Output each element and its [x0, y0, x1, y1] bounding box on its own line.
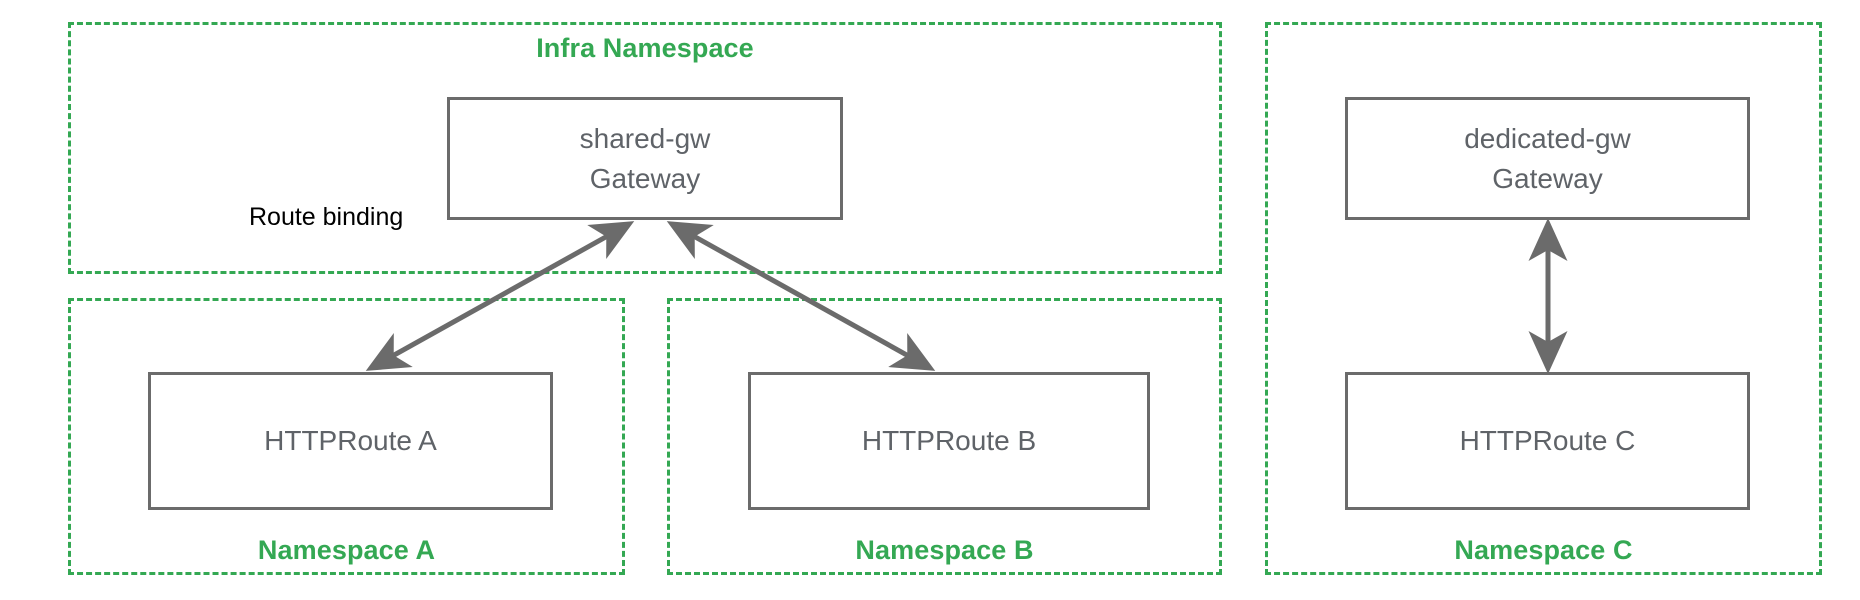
- node-httproute-b[interactable]: HTTPRoute B: [748, 372, 1150, 510]
- node-shared-gw-gateway[interactable]: shared-gw Gateway: [447, 97, 843, 220]
- namespace-container-c: Namespace C: [1265, 22, 1822, 575]
- namespace-label-infra: Infra Namespace: [536, 33, 754, 63]
- namespace-label-a: Namespace A: [257, 535, 436, 565]
- namespace-container-b: Namespace B: [667, 298, 1222, 575]
- node-httproute-a[interactable]: HTTPRoute A: [148, 372, 553, 510]
- namespace-label-b: Namespace B: [855, 535, 1034, 565]
- edge-label-route-binding: Route binding: [249, 203, 404, 231]
- node-dedicated-gw-gateway[interactable]: dedicated-gw Gateway: [1345, 97, 1750, 220]
- namespace-container-infra: Infra Namespace: [68, 22, 1222, 274]
- namespace-label-c: Namespace C: [1454, 535, 1633, 565]
- node-httproute-c[interactable]: HTTPRoute C: [1345, 372, 1750, 510]
- namespace-container-a: Namespace A: [68, 298, 625, 575]
